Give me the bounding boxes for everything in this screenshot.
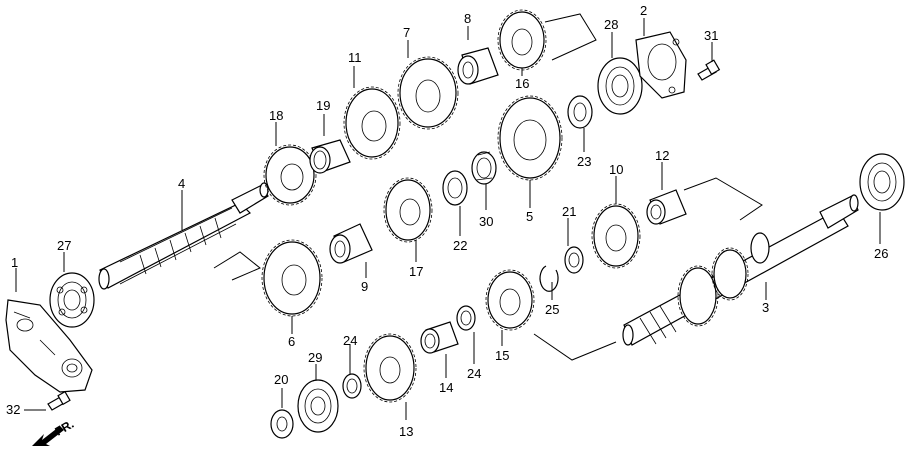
washer-24-part[interactable] <box>456 305 476 331</box>
front-direction-arrow-icon <box>32 426 64 446</box>
gear-11-part[interactable] <box>343 86 401 160</box>
label-part-6: 6 <box>288 334 295 349</box>
bushing-14-part[interactable] <box>420 321 459 354</box>
gear-10-part[interactable] <box>591 203 641 269</box>
label-part-24-lower: 24 <box>467 366 481 381</box>
gear-5-part[interactable] <box>497 95 563 181</box>
gear-6-part[interactable] <box>261 239 323 317</box>
bushing-19-part[interactable] <box>309 139 351 174</box>
side-cover-part[interactable] <box>5 299 93 393</box>
label-part-3: 3 <box>762 300 769 315</box>
label-part-31: 31 <box>704 28 718 43</box>
label-part-19: 19 <box>316 98 330 113</box>
part-labels: 1 2 3 4 5 6 7 8 9 10 11 12 13 14 15 16 1… <box>6 3 888 439</box>
bearing-28-part[interactable] <box>597 57 643 115</box>
countershaft-3-part[interactable] <box>622 194 859 346</box>
label-part-18: 18 <box>269 108 283 123</box>
bushing-12-part[interactable] <box>646 189 687 225</box>
label-part-9: 9 <box>361 279 368 294</box>
label-part-23: 23 <box>577 154 591 169</box>
collar-9-part[interactable] <box>329 223 373 264</box>
bolt-31-part[interactable] <box>697 59 721 81</box>
label-part-16: 16 <box>515 76 529 91</box>
alignment-line <box>213 251 261 281</box>
label-part-28: 28 <box>604 17 618 32</box>
label-part-14: 14 <box>439 380 453 395</box>
needle-bearing-30-part[interactable] <box>471 151 497 185</box>
label-part-8: 8 <box>464 11 471 26</box>
alignment-line <box>544 13 597 61</box>
gear-18-part[interactable] <box>263 144 317 206</box>
label-part-21: 21 <box>562 204 576 219</box>
label-part-12: 12 <box>655 148 669 163</box>
washer-21-part[interactable] <box>564 246 584 274</box>
label-part-30: 30 <box>479 214 493 229</box>
gear-15-part[interactable] <box>485 269 535 331</box>
bearing-plate-2-part[interactable] <box>635 31 687 99</box>
label-part-26: 26 <box>874 246 888 261</box>
gear-13-part[interactable] <box>363 333 417 403</box>
label-part-29: 29 <box>308 350 322 365</box>
alignment-line <box>683 177 763 221</box>
leader-lines <box>15 18 881 420</box>
label-part-10: 10 <box>609 162 623 177</box>
label-part-24-upper: 24 <box>343 333 357 348</box>
label-part-4: 4 <box>178 176 185 191</box>
collar-8-part[interactable] <box>457 47 499 85</box>
label-part-13: 13 <box>399 424 413 439</box>
label-part-15: 15 <box>495 348 509 363</box>
nut-20-part[interactable] <box>270 409 294 439</box>
bolt-part[interactable] <box>47 390 71 411</box>
washer-22-part[interactable] <box>442 170 468 206</box>
label-part-5: 5 <box>526 209 533 224</box>
label-part-7: 7 <box>403 25 410 40</box>
label-part-11: 11 <box>348 50 362 65</box>
label-part-2: 2 <box>640 3 647 18</box>
snap-ring-25-part[interactable] <box>539 265 559 292</box>
gear-7-part[interactable] <box>397 56 459 130</box>
bearing-26-part[interactable] <box>859 153 905 211</box>
washer-23-part[interactable] <box>567 95 593 129</box>
label-part-20: 20 <box>274 372 288 387</box>
bearing-27-part[interactable] <box>49 272 95 328</box>
label-part-17: 17 <box>409 264 423 279</box>
main-shaft-4-part[interactable] <box>98 182 269 290</box>
alignment-line <box>533 333 617 361</box>
label-part-25: 25 <box>545 302 559 317</box>
washer-24-part[interactable] <box>342 373 362 399</box>
label-part-22: 22 <box>453 238 467 253</box>
gear-16-part[interactable] <box>497 9 547 71</box>
gear-17-part[interactable] <box>383 177 433 243</box>
label-part-1: 1 <box>11 255 18 270</box>
bearing-29-part[interactable] <box>297 379 339 433</box>
label-part-27: 27 <box>57 238 71 253</box>
label-part-32: 32 <box>6 402 20 417</box>
